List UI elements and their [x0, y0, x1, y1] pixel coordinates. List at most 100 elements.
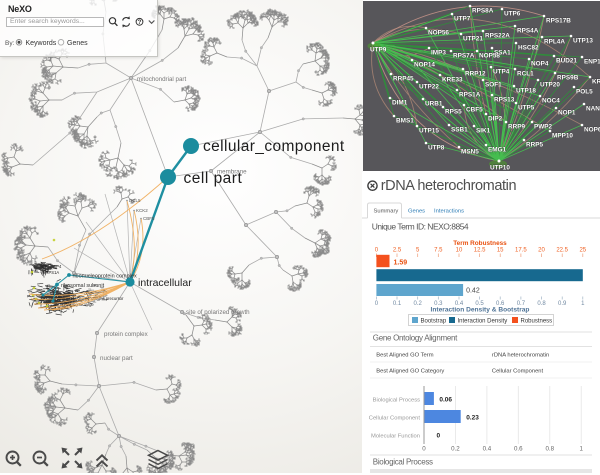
svg-text:UTP18: UTP18	[516, 88, 536, 95]
svg-text:NOC4: NOC4	[542, 98, 560, 105]
svg-text:Bootstrap: Bootstrap	[421, 319, 447, 325]
svg-text:DCL5: DCL5	[129, 198, 141, 203]
svg-text:5: 5	[416, 248, 420, 254]
svg-text:0.9: 0.9	[558, 301, 567, 307]
svg-text:RPS5: RPS5	[445, 109, 462, 116]
svg-text:90S preribosome subunit precur: 90S preribosome subunit precursor	[58, 296, 124, 301]
svg-text:RPS8A: RPS8A	[472, 8, 494, 15]
svg-text:Summary: Summary	[374, 209, 399, 215]
svg-text:RRP9: RRP9	[508, 124, 525, 131]
svg-text:Cellular Component: Cellular Component	[492, 369, 544, 375]
svg-text:BUD21: BUD21	[556, 58, 577, 65]
svg-text:Interactions: Interactions	[434, 209, 464, 215]
svg-text:Unique Term ID: NEXO:8854: Unique Term ID: NEXO:8854	[372, 222, 469, 232]
svg-text:HSC82: HSC82	[518, 45, 539, 52]
svg-text:0.42: 0.42	[466, 288, 480, 295]
svg-text:RPS13: RPS13	[494, 97, 515, 104]
svg-text:SSA1: SSA1	[494, 50, 511, 57]
svg-text:0.3: 0.3	[434, 301, 443, 307]
svg-text:DIM1: DIM1	[392, 100, 408, 107]
svg-text:0.6: 0.6	[496, 301, 505, 307]
svg-text:15: 15	[497, 248, 504, 254]
svg-text:Robustness: Robustness	[521, 319, 553, 325]
svg-text:h RPS1A: h RPS1A	[42, 270, 59, 275]
svg-text:Gene Ontology Alignment: Gene Ontology Alignment	[373, 334, 458, 343]
svg-text:RPS4A: RPS4A	[517, 28, 539, 35]
svg-text:0.5: 0.5	[475, 301, 484, 307]
svg-text:RPS9B: RPS9B	[557, 75, 579, 82]
svg-text:site of polarized growth: site of polarized growth	[186, 309, 250, 316]
svg-text:Interaction Density: Interaction Density	[458, 319, 508, 325]
svg-text:25: 25	[579, 248, 586, 254]
svg-text:0.23: 0.23	[466, 415, 479, 422]
svg-text:By:: By:	[5, 40, 15, 47]
svg-text:Term Robustness: Term Robustness	[453, 240, 507, 247]
svg-text:0.1: 0.1	[393, 301, 402, 307]
svg-text:RRP5: RRP5	[526, 142, 543, 149]
svg-text:RPS22A: RPS22A	[485, 33, 510, 40]
svg-text:0.2: 0.2	[414, 301, 423, 307]
svg-text:0.4: 0.4	[455, 301, 464, 307]
svg-text:RPS1A: RPS1A	[459, 92, 481, 99]
svg-text:UTP21: UTP21	[463, 36, 483, 43]
svg-text:Molecular Function: Molecular Function	[371, 434, 420, 440]
svg-text:UTP9: UTP9	[370, 47, 387, 54]
svg-text:7.5: 7.5	[434, 248, 443, 254]
svg-text:CBF5: CBF5	[466, 107, 483, 114]
svg-text:0: 0	[375, 301, 379, 307]
svg-text:UTP6: UTP6	[504, 11, 521, 18]
svg-text:MPP10: MPP10	[552, 133, 573, 140]
svg-text:20: 20	[538, 248, 545, 254]
svg-text:22.5: 22.5	[556, 248, 568, 254]
svg-text:Cellular Component: Cellular Component	[369, 416, 421, 422]
svg-text:IMP3: IMP3	[431, 50, 446, 57]
svg-text:UTP5: UTP5	[518, 105, 535, 112]
svg-text:RPS17B: RPS17B	[546, 18, 571, 25]
svg-text:NOP58: NOP58	[479, 53, 500, 60]
svg-text:RPS7A: RPS7A	[453, 53, 475, 60]
svg-text:rDNA heterochromatin: rDNA heterochromatin	[492, 353, 549, 359]
svg-text:ENP1: ENP1	[584, 59, 600, 66]
svg-text:RRP45: RRP45	[393, 76, 414, 83]
svg-text:KRR1: KRR1	[592, 79, 600, 86]
svg-text:Genes: Genes	[67, 40, 88, 47]
svg-text:0.8: 0.8	[545, 446, 554, 453]
svg-text:UTP7: UTP7	[454, 16, 471, 23]
svg-text:UTP13: UTP13	[573, 38, 593, 45]
svg-text:RCL1: RCL1	[517, 71, 534, 78]
svg-text:1: 1	[581, 301, 585, 307]
svg-text:protein complex: protein complex	[104, 331, 149, 338]
svg-text:cellular_component: cellular_component	[203, 138, 345, 155]
svg-text:SOF1: SOF1	[485, 82, 502, 89]
svg-text:NOP56: NOP56	[428, 30, 449, 37]
svg-text:NAN1: NAN1	[586, 106, 600, 113]
svg-text:Biological Process: Biological Process	[373, 398, 420, 404]
svg-text:KRE33: KRE33	[442, 77, 463, 84]
svg-text:UTP10: UTP10	[490, 165, 510, 172]
svg-text:0.2: 0.2	[451, 446, 460, 453]
svg-text:URB1: URB1	[425, 101, 443, 108]
svg-text:DIP2: DIP2	[488, 116, 503, 123]
svg-text:NOP RRP4: NOP RRP4	[40, 264, 62, 269]
svg-text:0: 0	[437, 433, 441, 440]
svg-text:NOP6: NOP6	[584, 127, 600, 134]
svg-text:intracellular: intracellular	[138, 277, 192, 289]
svg-text:12.5: 12.5	[474, 248, 486, 254]
svg-text:RRP12: RRP12	[465, 71, 486, 78]
svg-text:Interaction Density & Bootstra: Interaction Density & Bootstrap	[431, 307, 530, 314]
svg-text:POL5: POL5	[576, 89, 593, 96]
svg-text:NOP14: NOP14	[414, 62, 435, 69]
svg-text:PWP2: PWP2	[534, 124, 553, 131]
svg-text:0.8: 0.8	[537, 301, 546, 307]
svg-text:EMG1: EMG1	[488, 147, 507, 154]
svg-text:UTP15: UTP15	[419, 128, 439, 135]
svg-text:17.5: 17.5	[515, 248, 527, 254]
svg-text:Best Aligned GO Term: Best Aligned GO Term	[376, 353, 433, 359]
svg-text:UTP20: UTP20	[540, 82, 560, 89]
svg-text:Keywords: Keywords	[26, 40, 57, 47]
svg-text:?: ?	[138, 20, 142, 26]
svg-text:2.5: 2.5	[393, 248, 402, 254]
svg-text:BMS1: BMS1	[396, 118, 414, 125]
svg-text:SSB1: SSB1	[451, 127, 468, 134]
svg-text:0: 0	[422, 446, 426, 453]
